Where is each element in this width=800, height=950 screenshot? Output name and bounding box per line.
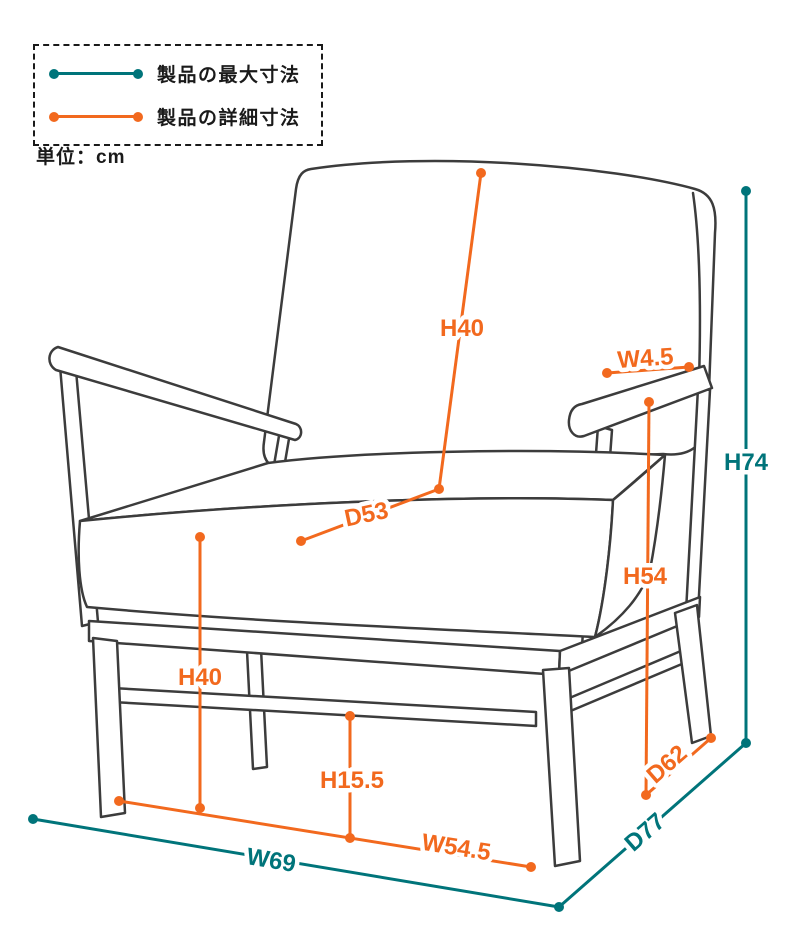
w69-label: W69 <box>245 843 298 878</box>
armchair-drawing <box>48 159 717 868</box>
line-endpoint-dot <box>133 111 143 122</box>
front-stretcher <box>110 686 538 728</box>
w545-dimension-line <box>118 799 532 869</box>
legend-item-label: 製品の最大寸法 <box>157 65 301 86</box>
line-endpoint-dot <box>49 68 59 79</box>
front-left-leg <box>91 636 127 819</box>
dimension-dot <box>296 536 306 546</box>
legend-item-max-dimension: 製品の最大寸法 <box>49 60 301 87</box>
dimension-dot <box>345 711 355 721</box>
w45-dimension-line <box>606 365 690 375</box>
dimension-dot <box>28 814 38 824</box>
max-dimension-sample-line <box>49 68 143 79</box>
dimension-dot <box>526 862 536 872</box>
dimension-dot <box>195 803 205 813</box>
h40-seat-label: H40 <box>178 664 222 691</box>
dimension-dot <box>684 362 694 372</box>
d62-label: D62 <box>642 740 693 789</box>
dimension-dot <box>476 168 486 178</box>
h74-label: H74 <box>724 449 769 476</box>
right-armrest <box>567 364 714 438</box>
h54-label: H54 <box>623 563 668 590</box>
unit-label: 単位：cm <box>36 147 126 168</box>
legend-item-detail-dimension: 製品の詳細寸法 <box>49 103 301 130</box>
d53-dimension-line <box>300 487 440 543</box>
line-endpoint-dot <box>49 111 59 122</box>
legend-item-label: 製品の詳細寸法 <box>157 108 301 129</box>
front-right-leg <box>541 666 582 868</box>
back-right-leg <box>673 603 713 745</box>
d77-dimension-line <box>558 741 747 909</box>
dimension-dot <box>706 733 716 743</box>
dimension-dot <box>644 397 654 407</box>
h54-dimension-line <box>644 401 651 796</box>
h155-label: H15.5 <box>320 767 384 794</box>
h40-backrest-label: H40 <box>440 315 484 342</box>
dimension-dot <box>114 796 124 806</box>
w69-dimension-line <box>32 817 560 909</box>
w545-label: W54.5 <box>420 829 493 867</box>
d62-dimension-line <box>645 736 712 797</box>
dimension-dot <box>602 368 612 378</box>
legend: 製品の最大寸法 製品の詳細寸法 <box>33 44 323 146</box>
left-armrest <box>48 345 303 442</box>
dimension-dot <box>195 532 205 542</box>
h40-backrest-dimension-line <box>437 172 483 490</box>
detail-dimension-sample-line <box>49 111 143 122</box>
w45-label: W4.5 <box>617 343 675 374</box>
dimension-dot <box>741 186 751 196</box>
line-endpoint-dot <box>133 68 143 79</box>
